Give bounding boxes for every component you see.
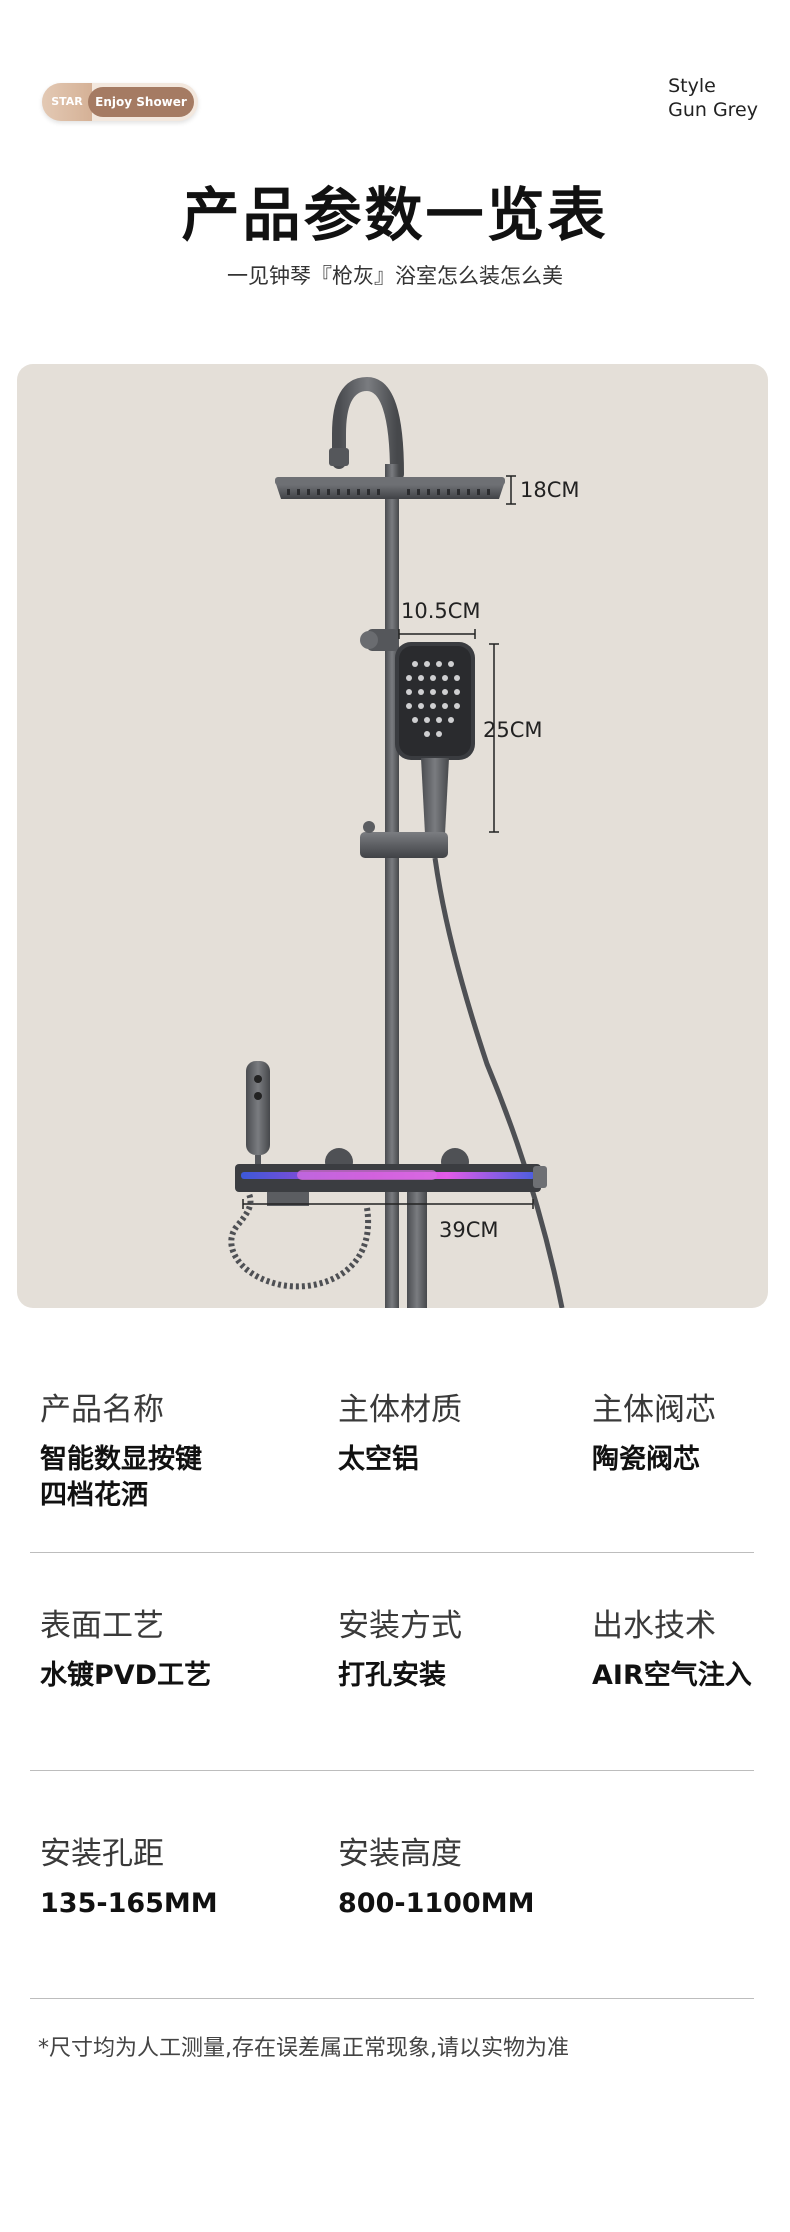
spec-value: 打孔安装: [338, 1660, 446, 1691]
spec-body-material: 主体材质 太空铝: [338, 1390, 462, 1478]
dim-hand-width: 10.5CM: [401, 599, 481, 623]
product-photo: 18CM: [17, 364, 768, 1308]
spec-water-technology: 出水技术 AIR空气注入: [592, 1606, 752, 1694]
spec-hole-distance: 安装孔距 135-165MM: [40, 1834, 218, 1922]
style-label-line2: Gun Grey: [668, 99, 758, 121]
badge-star-label: STAR: [42, 83, 92, 121]
dim-hand-length: 25CM: [483, 718, 543, 742]
dim-shelf-width: 39CM: [439, 1218, 499, 1242]
spec-value: 135-165MM: [40, 1888, 218, 1919]
spec-installation-method: 安装方式 打孔安装: [338, 1606, 462, 1694]
thermostat-shelf: [235, 1148, 547, 1308]
style-label-line1: Style: [668, 75, 716, 97]
spec-value: 太空铝: [338, 1444, 419, 1475]
spec-label: 出水技术: [592, 1608, 716, 1644]
spec-value: 800-1100MM: [338, 1888, 535, 1919]
spec-label: 表面工艺: [40, 1608, 164, 1644]
divider: [30, 1770, 754, 1771]
spec-value: AIR空气注入: [592, 1660, 752, 1691]
spec-label: 安装方式: [338, 1608, 462, 1644]
divider: [30, 1998, 754, 1999]
shower-hose: [432, 857, 565, 1308]
dim-head-height: 18CM: [520, 478, 580, 502]
spec-surface-finish: 表面工艺 水镀PVD工艺: [40, 1606, 211, 1694]
page-title: 产品参数一览表: [181, 181, 609, 249]
spec-value: 智能数显按键 四档花洒: [40, 1444, 202, 1511]
spec-valve-core: 主体阀芯 陶瓷阀芯: [592, 1390, 716, 1478]
style-label: Style Gun Grey: [668, 74, 758, 122]
spec-label: 主体材质: [338, 1392, 462, 1428]
badge-pill-label: Enjoy Shower: [88, 87, 194, 117]
spec-label: 安装孔距: [40, 1836, 164, 1872]
coiled-hose: [228, 1192, 372, 1290]
spec-value: 陶瓷阀芯: [592, 1444, 700, 1475]
footnote: *尺寸均为人工测量,存在误差属正常现象,请以实物为准: [38, 2036, 569, 2061]
spec-label: 安装高度: [338, 1836, 462, 1872]
divider: [30, 1552, 754, 1553]
spec-label: 产品名称: [40, 1392, 164, 1428]
spec-value: 水镀PVD工艺: [40, 1660, 212, 1691]
spec-product-name: 产品名称 智能数显按键 四档花洒: [40, 1390, 202, 1514]
page-subtitle: 一见钟琴『枪灰』浴室怎么装怎么美: [227, 264, 563, 288]
shower-illustration: 18CM: [228, 376, 580, 1308]
handheld-shower: [395, 629, 499, 834]
spray-gun: [246, 1061, 270, 1176]
rain-shower-head: [275, 448, 516, 505]
spec-label: 主体阀芯: [592, 1392, 716, 1428]
slide-bracket: [360, 821, 448, 858]
spec-install-height: 安装高度 800-1100MM: [338, 1834, 534, 1922]
hand-shower-holder: [360, 629, 399, 651]
brand-badge: STAR Enjoy Shower: [42, 83, 198, 121]
